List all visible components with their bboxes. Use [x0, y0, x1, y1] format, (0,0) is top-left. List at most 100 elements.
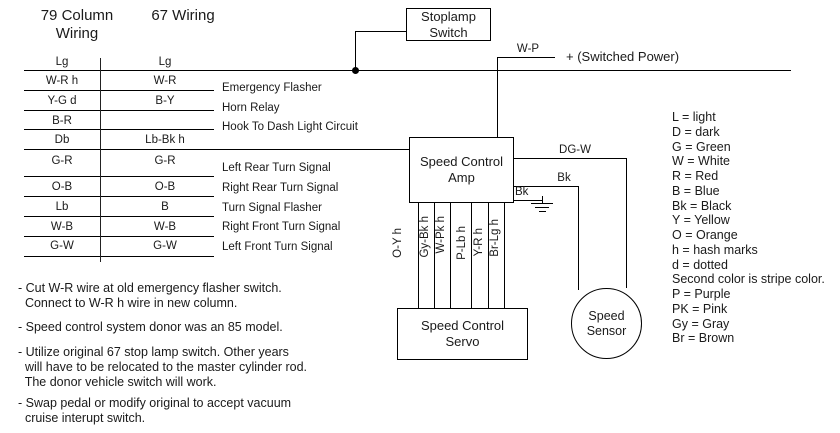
bk-sensor-wire-horizontal	[513, 186, 579, 188]
legend-item-10: d = dotted	[672, 257, 728, 272]
wire-label-left-1: W-R h	[45, 75, 79, 87]
column-separator-tick-4	[100, 140, 102, 170]
wire-label-right-8: W-B	[153, 221, 177, 233]
dg-w-wire-horizontal	[513, 158, 627, 160]
dg-w-wire-vertical	[626, 158, 628, 288]
legend-item-5: B = Blue	[672, 183, 720, 198]
column-separator-tick-0	[100, 58, 102, 84]
column-separator-tick-1	[100, 80, 102, 104]
legend-item-6: Bk = Black	[672, 198, 732, 213]
wire-line-5	[24, 176, 214, 178]
bk-ground-wire-horizontal	[513, 200, 543, 202]
wire-line-7	[24, 216, 214, 218]
wire-label-left-3: B-R	[52, 115, 72, 127]
wire-line-3	[24, 129, 214, 131]
legend-item-13: PK = Pink	[672, 301, 728, 316]
column-separator-tick-7	[100, 206, 102, 230]
servo-wire-tag-3: P-Lb h	[456, 226, 468, 260]
wire-label-right-1: W-R	[153, 75, 177, 87]
header-67-wiring: 67 Wiring	[151, 7, 215, 24]
dg-w-wire-tag: DG-W	[559, 144, 591, 156]
column-separator-tick-6	[100, 186, 102, 210]
stoplamp-switch-label: Stoplamp Switch	[421, 8, 476, 40]
wire-line-6	[24, 196, 214, 198]
wire-desc-3: Hook To Dash Light Circuit	[222, 121, 358, 133]
legend-item-3: W = White	[672, 154, 730, 169]
wire-line-4	[24, 149, 410, 151]
wire-label-right-9: G-W	[153, 240, 177, 252]
wire-desc-2: Horn Relay	[222, 102, 280, 114]
servo-wire-line-3	[471, 203, 473, 308]
legend-item-11: Second color is stripe color.	[672, 272, 825, 287]
wire-label-left-9: G-W	[50, 240, 74, 252]
servo-wire-line-4	[488, 203, 490, 308]
servo-wire-tag-5: Br-Lg h	[489, 219, 501, 257]
speed-control-amp-box[interactable]: Speed Control Amp	[409, 137, 514, 203]
servo-wire-tag-0: O-Y h	[392, 228, 404, 258]
wire-label-right-4: Lb-Bk h	[145, 134, 185, 146]
wire-label-right-5: G-R	[154, 155, 176, 167]
column-separator-tick-2	[100, 100, 102, 124]
switched-power-lead	[497, 57, 555, 59]
legend-item-14: Gy = Gray	[672, 316, 730, 331]
wire-label-right-6: O-B	[154, 181, 176, 193]
servo-wire-line-2	[450, 203, 452, 308]
stoplamp-switch-left-lead	[355, 31, 407, 33]
servo-wire-tag-1: Gy-Bk h	[419, 216, 431, 258]
color-code-legend: L = light D = dark G = Green W = White R…	[672, 110, 840, 346]
ground-symbol-bar-2	[535, 207, 549, 209]
wire-desc-5: Left Rear Turn Signal	[222, 162, 331, 174]
legend-item-7: Y = Yellow	[672, 213, 730, 228]
stoplamp-switch-drop-wire	[355, 31, 357, 71]
legend-item-8: O = Orange	[672, 228, 738, 242]
column-separator-tick-3	[100, 120, 102, 144]
wire-line-0	[24, 70, 791, 72]
wire-line-8	[24, 236, 214, 238]
legend-item-9: h = hash marks	[672, 242, 758, 257]
speed-sensor-circle[interactable]: Speed Sensor	[571, 288, 642, 359]
note-item-0: - Cut W-R wire at old emergency flasher …	[18, 281, 282, 310]
wire-label-right-2: B-Y	[155, 95, 175, 107]
wire-label-left-8: W-B	[50, 221, 74, 233]
legend-item-0: L = light	[672, 110, 716, 124]
servo-wire-line-0	[418, 203, 420, 308]
legend-item-2: G = Green	[672, 139, 731, 154]
servo-wire-line-5	[504, 203, 506, 308]
speed-control-servo-box[interactable]: Speed Control Servo	[397, 308, 528, 360]
legend-item-15: Br = Brown	[672, 331, 735, 346]
legend-item-4: R = Red	[672, 169, 719, 183]
wire-label-left-6: O-B	[51, 181, 73, 193]
wire-line-9	[24, 256, 214, 258]
note-item-3: - Swap pedal or modify original to accep…	[18, 396, 292, 425]
bk-ground-wire-tag: Bk	[515, 186, 529, 198]
bk-sensor-wire-vertical	[578, 186, 580, 290]
wire-label-left-2: Y-G d	[47, 95, 77, 107]
column-separator-tick-8	[100, 226, 102, 250]
servo-wire-tag-2: W-Pk h	[435, 216, 447, 254]
wire-line-2	[24, 110, 214, 112]
servo-wire-line-1	[434, 203, 436, 308]
wire-line-1	[24, 90, 214, 92]
header-79-column-wiring: 79 Column Wiring	[40, 7, 114, 42]
speed-control-amp-label: Speed Control Amp	[419, 154, 504, 185]
note-item-1: - Speed control system donor was an 85 m…	[18, 320, 283, 334]
bk-sensor-wire-tag: Bk	[557, 172, 571, 184]
ground-symbol-bar-3	[539, 211, 546, 213]
wire-desc-7: Turn Signal Flasher	[222, 202, 322, 214]
note-item-2: - Utilize original 67 stop lamp switch. …	[18, 345, 308, 389]
wire-desc-6: Right Rear Turn Signal	[222, 182, 339, 194]
column-separator-tick-9	[100, 246, 102, 262]
servo-wire-tag-4: Y-R h	[473, 228, 485, 257]
switched-power-text: + (Switched Power)	[566, 49, 680, 64]
speed-sensor-label: Speed Sensor	[586, 309, 627, 338]
switched-power-drop-wire	[497, 57, 499, 138]
wire-desc-9: Left Front Turn Signal	[222, 241, 333, 253]
wire-label-left-7: Lb	[55, 201, 69, 213]
legend-item-12: P = Purple	[672, 287, 731, 301]
column-separator-tick-5	[100, 166, 102, 190]
stoplamp-switch-box[interactable]: Stoplamp Switch	[406, 8, 491, 41]
switched-power-wire-tag: W-P	[516, 43, 540, 55]
bk-ground-wire-vertical	[542, 196, 544, 204]
wire-label-left-5: G-R	[51, 155, 73, 167]
